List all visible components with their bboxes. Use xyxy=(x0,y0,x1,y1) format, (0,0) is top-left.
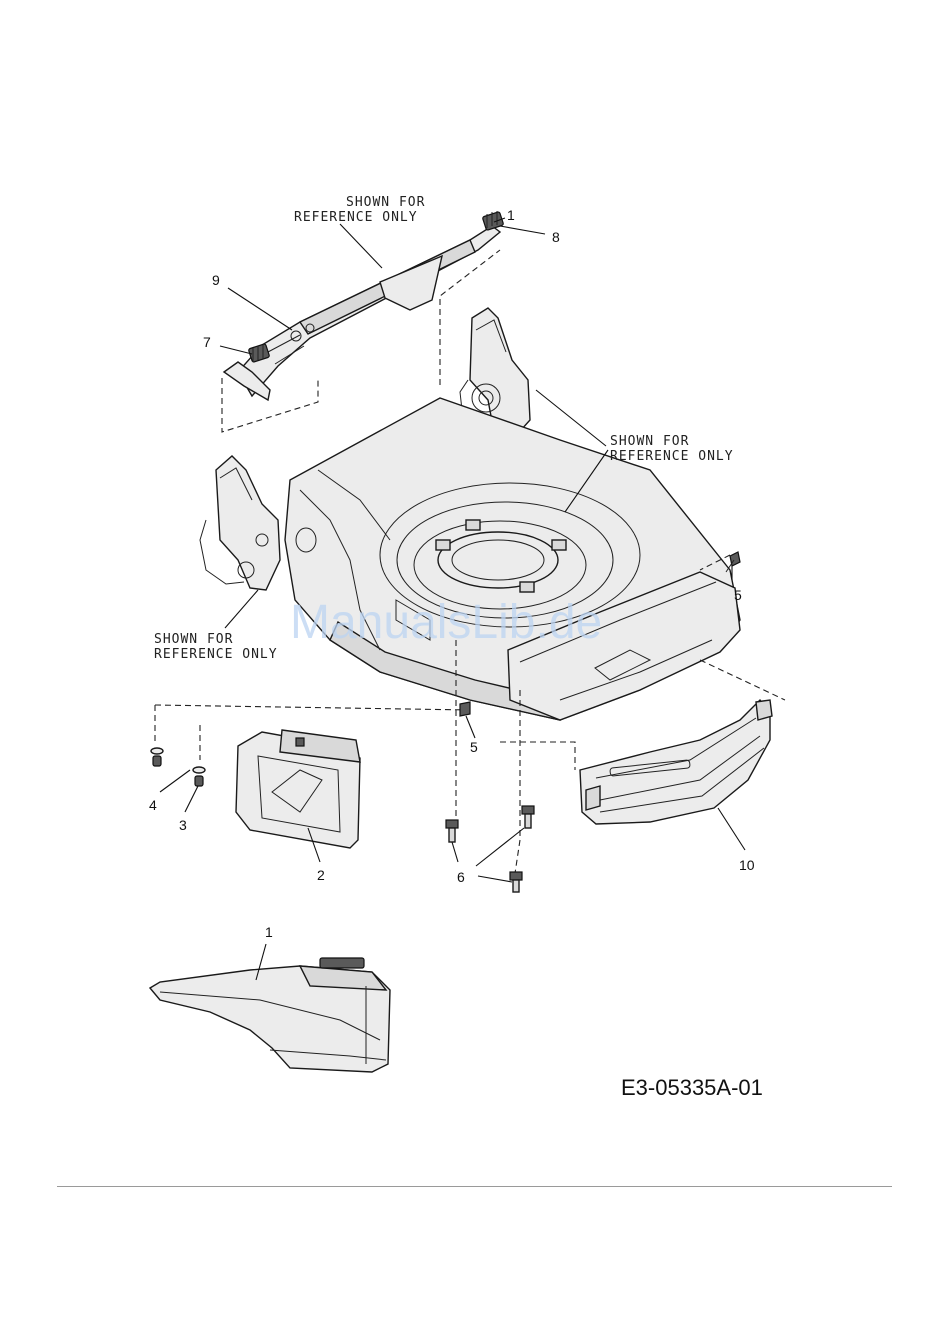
diagram-part-number: E3-05335A-01 xyxy=(621,1075,763,1100)
reference-note-left-bracket: SHOWN FOR REFERENCE ONLY xyxy=(154,632,278,662)
mulch-plug-2 xyxy=(236,730,360,848)
callout-10: 10 xyxy=(739,857,755,873)
reference-note-handle-line2: REFERENCE ONLY xyxy=(294,210,418,225)
callout-5-mid: 5 xyxy=(470,739,478,755)
front-guard-10 xyxy=(580,700,772,824)
reference-note-right-bracket: SHOWN FOR REFERENCE ONLY xyxy=(610,434,734,464)
screw-5-mid xyxy=(460,702,470,716)
callout-8: 8 xyxy=(552,229,560,245)
bolt-6b xyxy=(522,806,534,828)
screw-washer-4 xyxy=(151,748,163,766)
callout-7: 7 xyxy=(203,334,211,350)
watermark: ManualsLib.de xyxy=(290,596,602,649)
reference-note-left-line1: SHOWN FOR xyxy=(154,632,233,647)
callout-1-top: 1 xyxy=(507,207,515,223)
callout-2: 2 xyxy=(317,867,325,883)
discharge-chute-1 xyxy=(150,958,390,1072)
screw-washer-3 xyxy=(193,767,205,786)
callout-4: 4 xyxy=(149,797,157,813)
reference-note-handle: SHOWN FOR REFERENCE ONLY xyxy=(294,195,425,225)
screw-5-right xyxy=(726,552,740,572)
footer-divider xyxy=(57,1186,892,1187)
left-height-bracket xyxy=(200,456,280,590)
reference-note-left-line2: REFERENCE ONLY xyxy=(154,647,278,662)
handle-assembly xyxy=(224,211,504,400)
callout-1-bottom: 1 xyxy=(265,924,273,940)
handle-knob-8 xyxy=(482,211,503,230)
reference-note-right-line1: SHOWN FOR xyxy=(610,434,689,449)
callout-6: 6 xyxy=(457,869,465,885)
callout-5-right: 5 xyxy=(734,587,742,603)
reference-note-handle-line1: SHOWN FOR xyxy=(346,195,425,210)
callout-3: 3 xyxy=(179,817,187,833)
bolt-6a xyxy=(446,820,458,842)
reference-note-right-line2: REFERENCE ONLY xyxy=(610,449,734,464)
callout-9: 9 xyxy=(212,272,220,288)
